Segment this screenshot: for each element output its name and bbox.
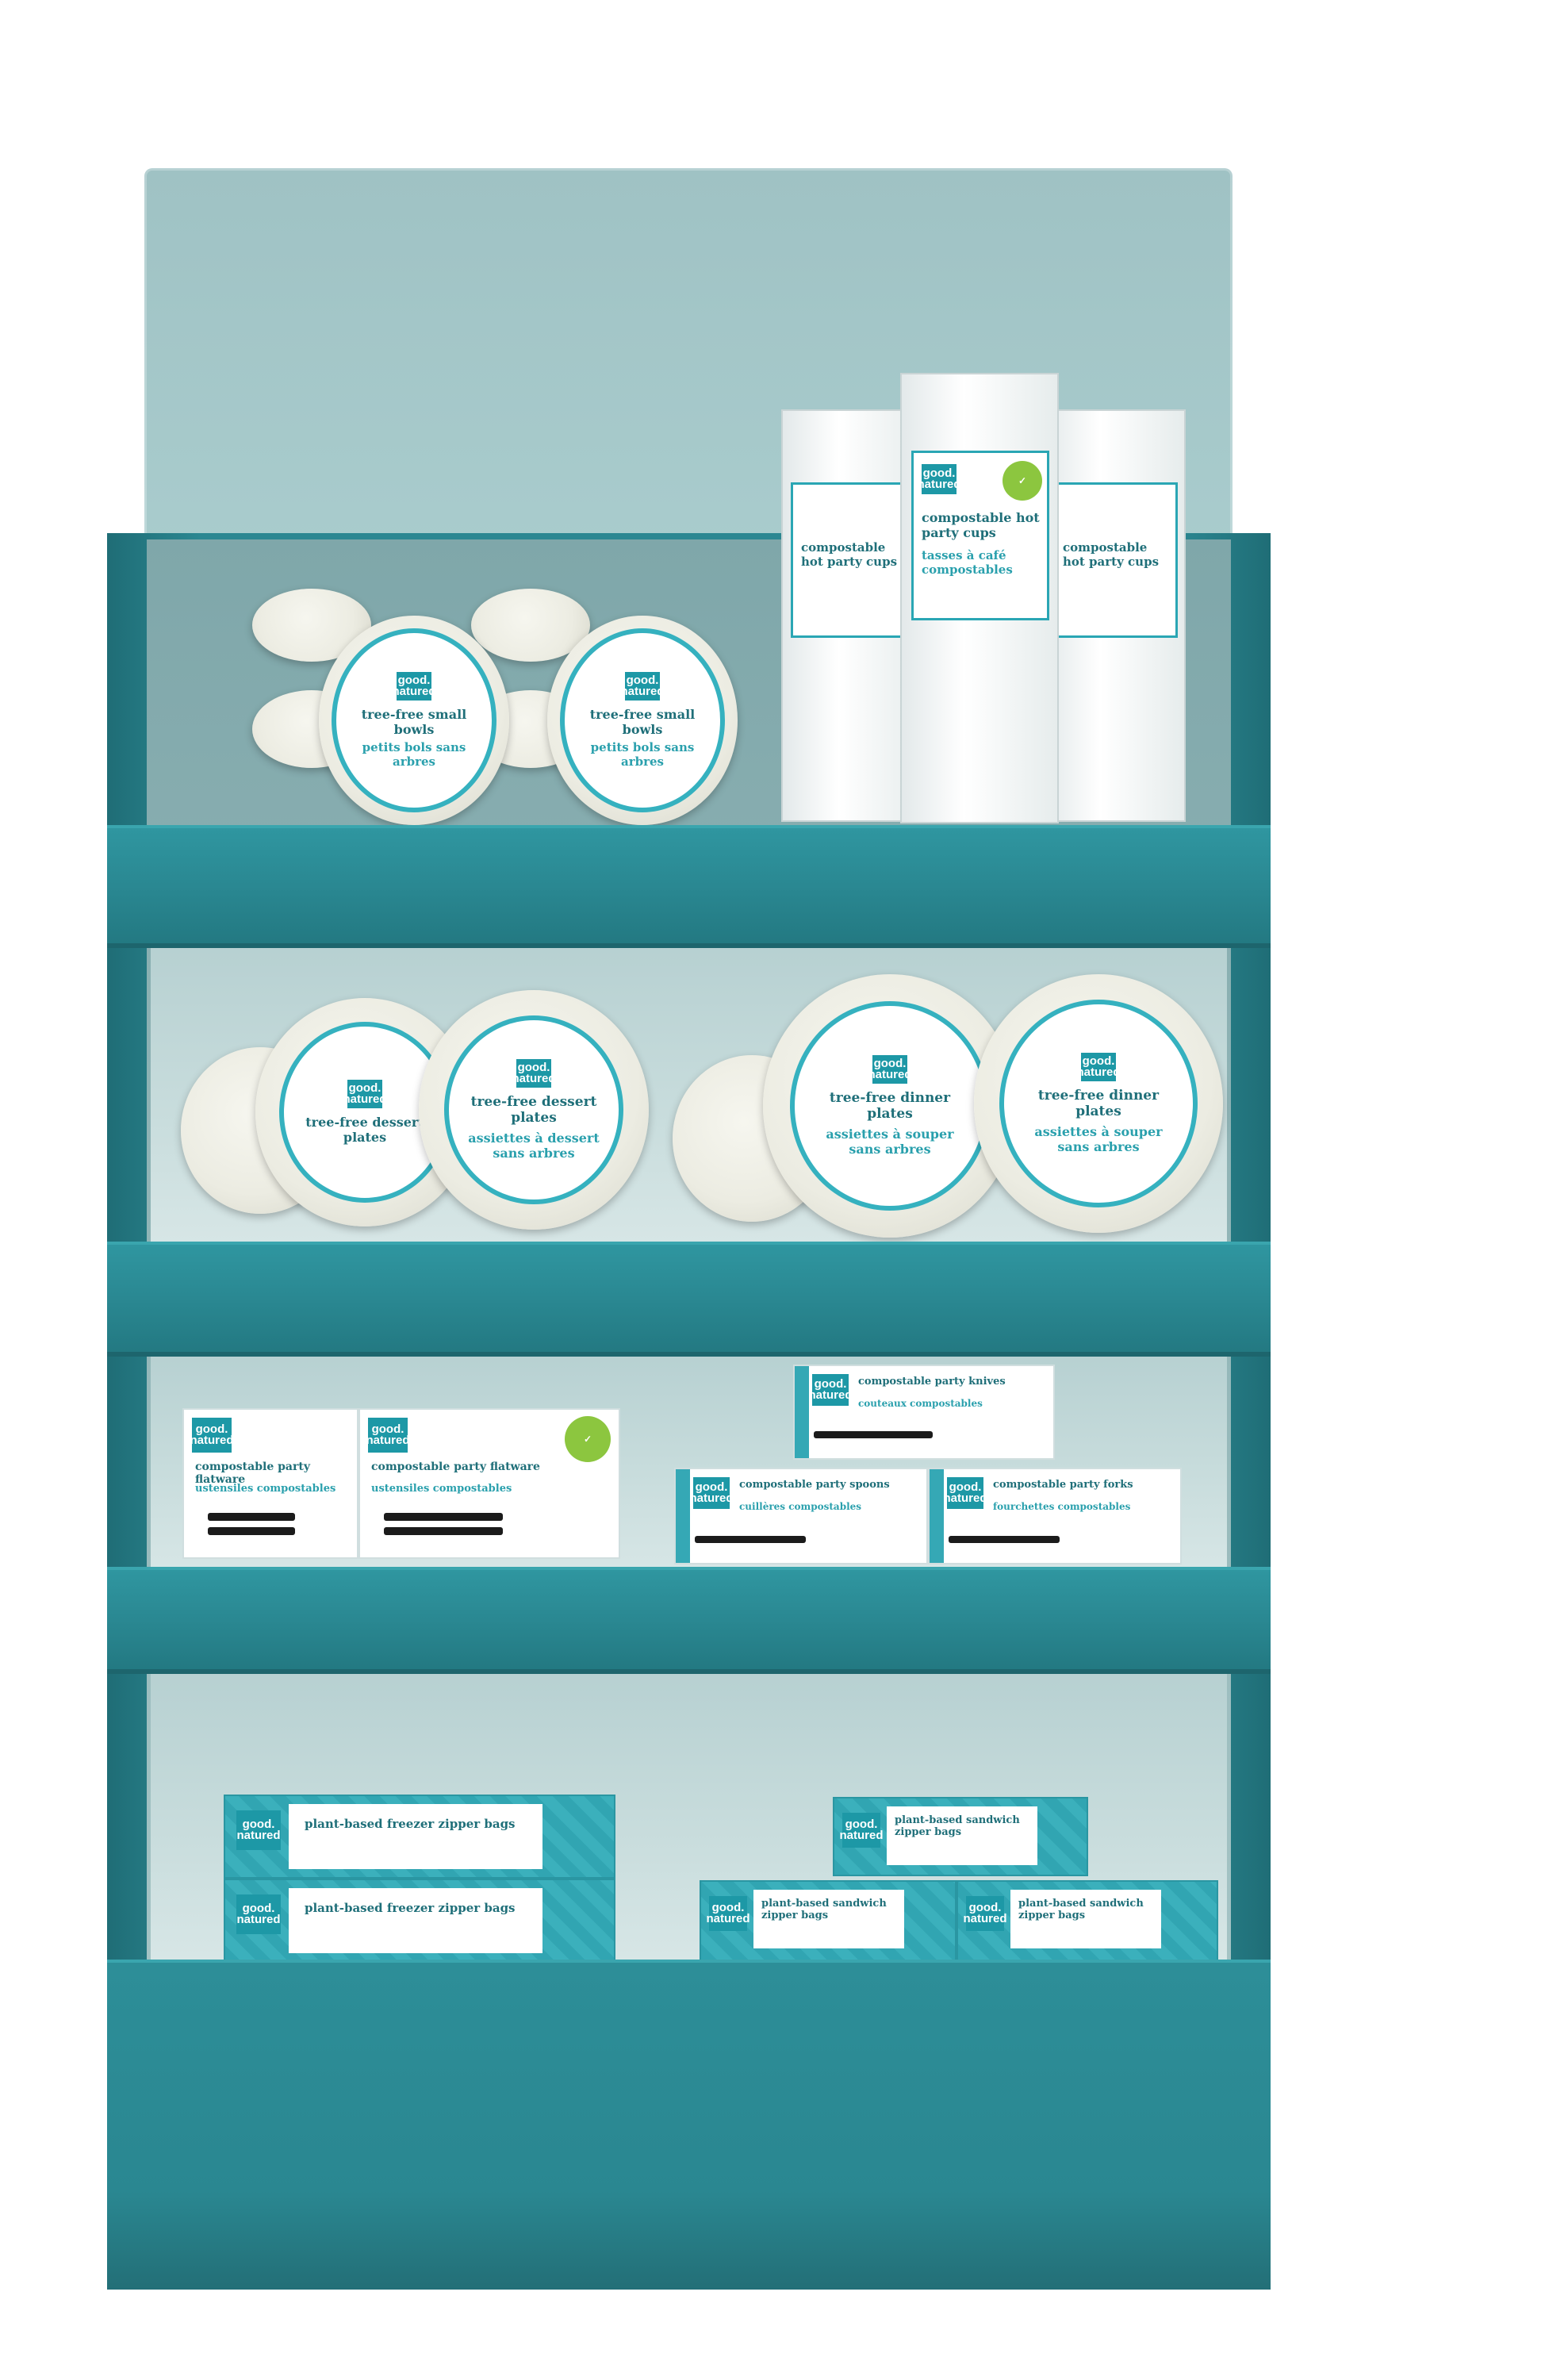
brand-logo: good. natured	[190, 1418, 234, 1453]
product-title-fr: assiettes à dessert sans arbres	[468, 1130, 600, 1161]
product-title-fr: ustensiles compostables	[371, 1483, 512, 1495]
display-base	[107, 1960, 1271, 2290]
brand-logo: good. natured	[343, 1080, 387, 1108]
freezer-bag-box: plant-based freezer zipper bags good. na…	[224, 1879, 615, 1963]
product-title: plant-based sandwich zipper bags	[895, 1814, 1020, 1838]
knife-icon	[384, 1527, 503, 1535]
brand-logo: good. natured	[707, 1896, 750, 1931]
small-bowl-package: good. natured tree-free small bowls peti…	[319, 616, 509, 825]
brand-logo: good. natured	[236, 1894, 281, 1934]
package-label: good. natured tree-free dinner plates as…	[790, 1001, 990, 1211]
knives-box: good. natured compostable party knives c…	[793, 1365, 1055, 1460]
sandwich-bag-box: plant-based sandwich zipper bags good. n…	[833, 1797, 1088, 1876]
knife-icon	[208, 1527, 295, 1535]
brand-logo: good. natured	[964, 1896, 1007, 1931]
package-label: good. natured tree-free dinner plates as…	[999, 1000, 1198, 1207]
product-title: compostable party flatware	[195, 1461, 310, 1486]
product-title: plant-based sandwich zipper bags	[1018, 1898, 1144, 1921]
brand-logo: good. natured	[366, 1418, 410, 1453]
package-label: good. natured tree-free small bowls peti…	[560, 628, 725, 812]
product-title-fr: assiettes à souper sans arbres	[1034, 1124, 1163, 1154]
product-title: tree-free dinner plates	[1037, 1088, 1160, 1119]
package-label: compostable hot party cups	[1052, 482, 1178, 638]
flatware-box: good. natured compostable party flatware…	[182, 1408, 358, 1559]
product-title-fr: couteaux compostables	[858, 1398, 983, 1409]
brand-logo: good. natured	[918, 464, 961, 494]
cup-sleeve-front: good. natured ✓ compostable hot party cu…	[900, 373, 1059, 823]
product-title: plant-based freezer zipper bags	[305, 1817, 516, 1831]
super-sturdy-badge-icon: ✓	[565, 1416, 611, 1462]
product-title: tree-free dessert plates	[305, 1115, 424, 1145]
product-title-fr: cuillères compostables	[739, 1501, 862, 1512]
brand-logo: good. natured	[512, 1059, 556, 1088]
brand-logo: good. natured	[1077, 1053, 1121, 1081]
package-label: compostable hot party cups	[791, 482, 916, 638]
package-label: plant-based freezer zipper bags	[289, 1888, 542, 1953]
knife-icon	[814, 1431, 933, 1438]
product-title: compostable party spoons	[739, 1479, 890, 1491]
shelf-3	[107, 1567, 1271, 1674]
fork-icon	[949, 1536, 1060, 1543]
brand-logo: good. natured	[840, 1813, 884, 1848]
brand-logo: good. natured	[621, 672, 665, 701]
flatware-box: good. natured ✓ compostable party flatwa…	[358, 1408, 620, 1559]
freezer-bag-box: plant-based freezer zipper bags good. na…	[224, 1795, 615, 1879]
dessert-plate-package: good. natured tree-free dessert plates a…	[419, 990, 649, 1230]
product-title-fr: fourchettes compostables	[993, 1501, 1131, 1512]
package-label: plant-based freezer zipper bags	[289, 1804, 542, 1869]
package-label: plant-based sandwich zipper bags	[753, 1890, 904, 1948]
small-bowl-package: good. natured tree-free small bowls peti…	[547, 616, 738, 825]
badge-icon: ✓	[1003, 461, 1042, 501]
package-label: good. natured ✓ compostable hot party cu…	[911, 451, 1049, 620]
cup-sleeve: compostable hot party cups	[1043, 409, 1186, 822]
product-title: tree-free dinner plates	[829, 1090, 951, 1122]
package-label: good. natured tree-free dessert plates a…	[444, 1015, 623, 1204]
bowl-stack	[471, 589, 590, 662]
spoons-box: good. natured compostable party spoons c…	[674, 1468, 928, 1564]
product-title-fr: assiettes à souper sans arbres	[826, 1127, 954, 1157]
package-label: plant-based sandwich zipper bags	[1010, 1890, 1161, 1948]
product-title-fr: ustensiles compostables	[195, 1483, 336, 1495]
sandwich-bag-box: plant-based sandwich zipper bags good. n…	[957, 1880, 1218, 1961]
brand-logo: good. natured	[236, 1810, 281, 1850]
sandwich-bag-box: plant-based sandwich zipper bags good. n…	[700, 1880, 957, 1961]
dinner-plate-package: good. natured tree-free dinner plates as…	[974, 974, 1223, 1233]
product-title-fr: tasses à café compostables	[922, 548, 1013, 577]
product-title: compostable party forks	[993, 1479, 1133, 1491]
product-title: compostable hot party cups	[801, 540, 898, 569]
package-label: good. natured tree-free small bowls peti…	[332, 628, 496, 812]
spoon-icon	[695, 1536, 806, 1543]
shelf-2	[107, 1242, 1271, 1357]
product-title: tree-free small bowls	[361, 707, 467, 737]
product-title: compostable hot party cups	[1063, 540, 1160, 569]
brand-logo: good. natured	[868, 1055, 912, 1084]
product-title: plant-based freezer zipper bags	[305, 1901, 516, 1915]
product-title: plant-based sandwich zipper bags	[761, 1898, 887, 1921]
package-label: plant-based sandwich zipper bags	[887, 1806, 1037, 1865]
brand-logo: good. natured	[690, 1477, 734, 1509]
brand-logo: good. natured	[809, 1374, 853, 1406]
brand-logo: good. natured	[944, 1477, 987, 1509]
product-title-fr: petits bols sans arbres	[362, 740, 466, 769]
fork-icon	[384, 1513, 503, 1521]
product-title: tree-free dessert plates	[470, 1094, 597, 1126]
product-title: compostable party knives	[858, 1376, 1006, 1388]
product-title: compostable hot party cups	[922, 510, 1040, 540]
brand-logo: good. natured	[393, 672, 436, 701]
shelf-1	[107, 825, 1271, 948]
forks-box: good. natured compostable party forks fo…	[928, 1468, 1182, 1564]
product-title: compostable party flatware	[371, 1461, 540, 1473]
product-title-fr: petits bols sans arbres	[590, 740, 695, 769]
fork-icon	[208, 1513, 295, 1521]
product-title: tree-free small bowls	[589, 707, 696, 737]
dinner-plate-package: good. natured tree-free dinner plates as…	[763, 974, 1017, 1238]
